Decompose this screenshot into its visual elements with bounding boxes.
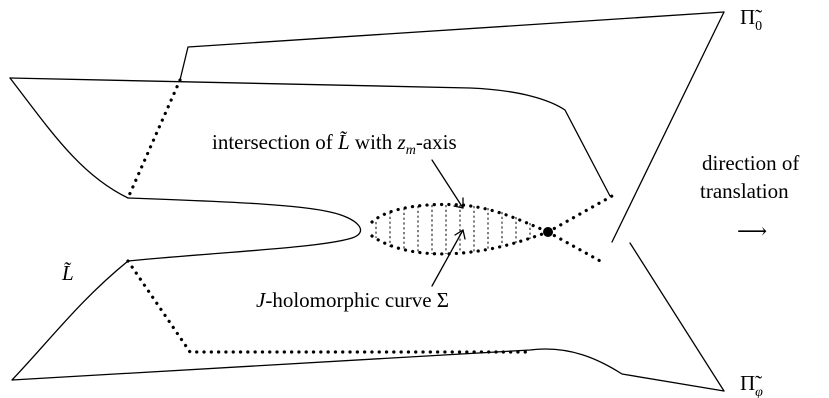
curve-upper-boundary [370, 202, 550, 234]
upper-sheet-hidden-edge [126, 78, 182, 200]
intersection-arrow [431, 159, 464, 209]
upper-sheet-top-edge [179, 11, 725, 81]
z-axis-lower-continuation [546, 230, 604, 264]
lagrangian-hidden-edge [126, 259, 532, 354]
upper-sheet-left-edge [9, 77, 129, 199]
z-axis-upper-continuation [546, 194, 614, 234]
intersection-label: intersection of L̃ with zm-axis [212, 130, 457, 158]
plane-pi0-label: Π̃0 [740, 5, 762, 34]
direction-arrow: ⟶ [737, 219, 767, 243]
plane-pi0-edge [611, 11, 725, 243]
curve-label: J-holomorphic curve Σ [256, 288, 449, 312]
upper-sheet-middle-edge [9, 77, 611, 197]
plane-piphi-label: Π̃φ [740, 371, 763, 398]
intersection-point [543, 227, 553, 237]
lagrangian-upper-branch [127, 197, 362, 262]
plane-piphi-edge [629, 242, 725, 392]
lagrangian-label: L̃ [61, 261, 74, 285]
direction-label-line2: translation [700, 179, 789, 203]
curve-arrow [431, 229, 466, 287]
lagrangian-lower-outline [11, 260, 725, 392]
curve-hatching [375, 205, 531, 254]
direction-label-line1: direction of [702, 151, 799, 175]
